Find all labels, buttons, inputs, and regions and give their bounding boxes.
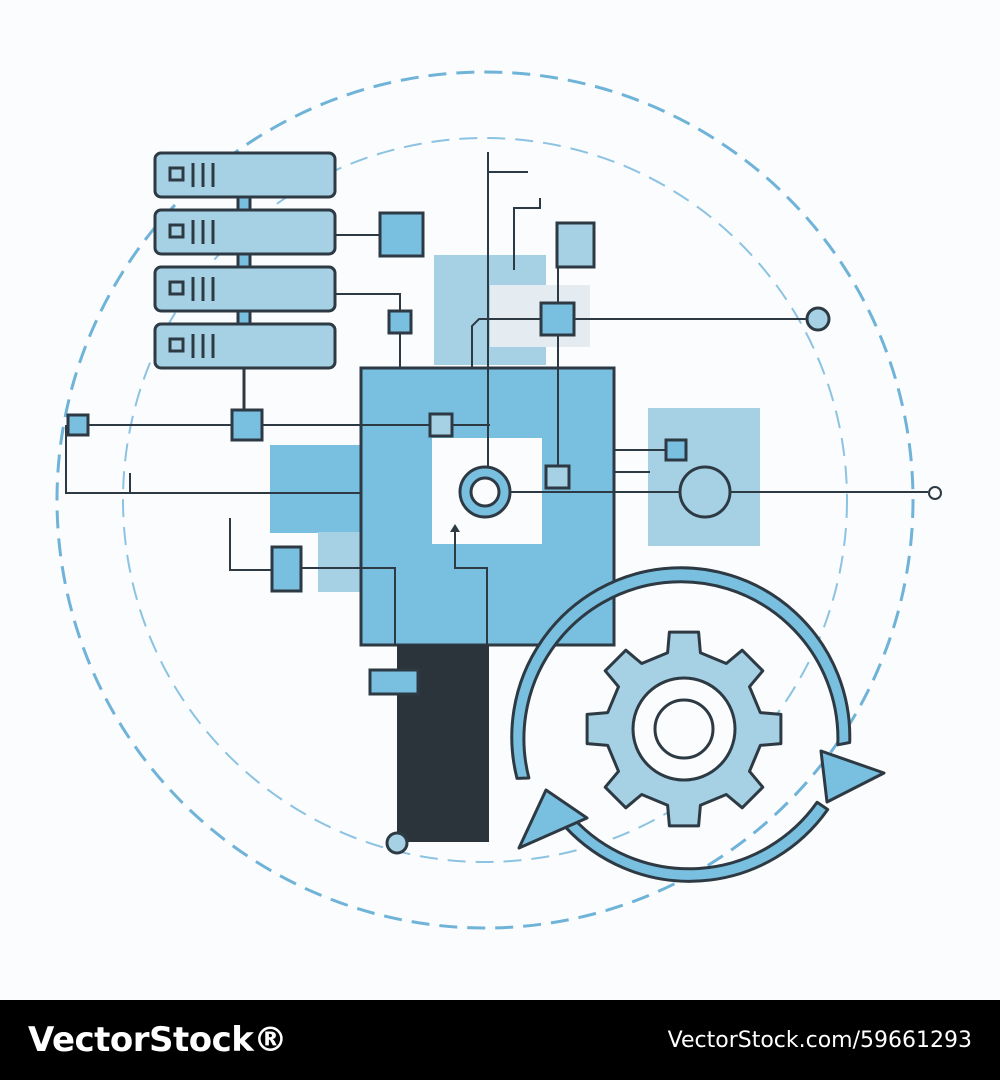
node-square-rack-base xyxy=(230,408,264,442)
bg-block-left-pale xyxy=(318,532,362,592)
outer-dashed-circle xyxy=(55,70,915,930)
base-connector-block xyxy=(368,668,420,696)
circuit-nodes xyxy=(66,211,688,593)
circle-nodes xyxy=(458,306,942,519)
node-square-chip xyxy=(428,412,454,438)
node-square-lower-left xyxy=(270,545,303,593)
node-square-server-link xyxy=(378,211,425,258)
node-circle-right xyxy=(678,465,732,519)
upward-arrow-icon xyxy=(450,524,460,532)
node-circle-far-right xyxy=(928,486,942,500)
node-square-small xyxy=(387,309,413,335)
bg-block-left xyxy=(270,445,362,533)
node-square-top-right xyxy=(555,221,596,269)
cycle-arrow-top xyxy=(510,566,852,780)
inner-dashed-circle xyxy=(122,137,848,863)
node-square-mid xyxy=(539,301,576,337)
node-square-left xyxy=(66,413,90,437)
server-rack-icon xyxy=(153,151,337,410)
cycle-arrowhead-right xyxy=(819,749,886,804)
tech-illustration xyxy=(55,70,942,930)
image-id-label: VectorStock.com/59661293 xyxy=(667,1028,972,1053)
node-circle-top-right xyxy=(805,306,831,332)
node-square-right xyxy=(664,438,688,462)
gear-icon xyxy=(585,630,783,828)
cycle-arrows-icon xyxy=(510,566,886,883)
node-square-core xyxy=(544,464,571,490)
illustration-canvas xyxy=(55,70,942,930)
watermark-footer: VectorStock® VectorStock.com/59661293 xyxy=(0,1000,1000,1080)
circuit-lines xyxy=(65,152,928,645)
brand-logo[interactable]: VectorStock® xyxy=(28,1020,287,1060)
cycle-arrowhead-left xyxy=(517,788,589,850)
base-node-icon xyxy=(385,831,409,855)
